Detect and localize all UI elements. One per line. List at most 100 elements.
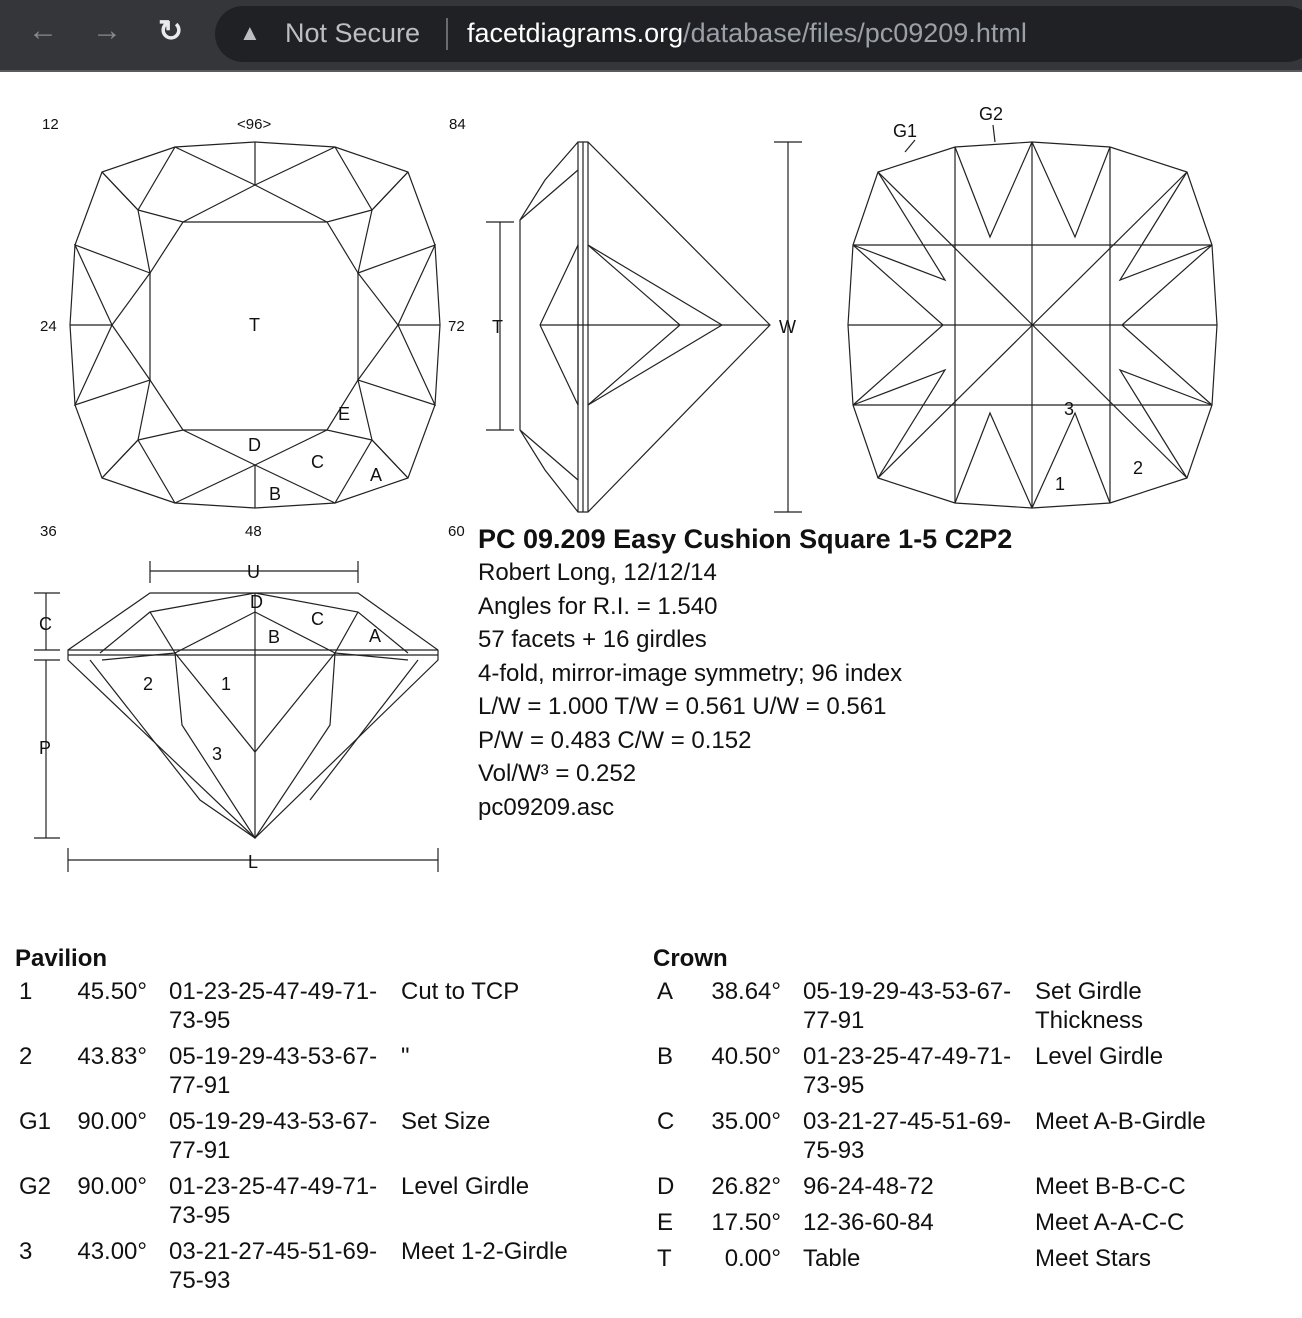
design-title: PC 09.209 Easy Cushion Square 1-5 C2P2 bbox=[478, 524, 1013, 554]
facet-note: Level Girdle bbox=[401, 1173, 530, 1200]
facet-angle: 35.00° bbox=[711, 1108, 781, 1135]
facet-label: 1 bbox=[221, 674, 231, 694]
facet-angle: 17.50° bbox=[711, 1209, 781, 1236]
facet-name: T bbox=[657, 1245, 672, 1272]
dimension-label: U bbox=[247, 562, 260, 582]
facet-diagram: 12 <96> 84 24 72 36 48 60 T E D C A B T … bbox=[34, 104, 1218, 872]
dimension-label: L bbox=[248, 852, 258, 872]
facet-label: A bbox=[370, 465, 382, 485]
facet-angle: 0.00° bbox=[724, 1245, 781, 1272]
facet-label: 1 bbox=[1055, 474, 1065, 494]
dimension-label: C bbox=[39, 614, 52, 634]
facet-name: G1 bbox=[19, 1108, 52, 1135]
facet-index: 01-23-25-47-49-71-73-95 bbox=[169, 978, 378, 1034]
facet-angle: 40.50° bbox=[711, 1043, 781, 1070]
facet-label: T bbox=[249, 315, 260, 335]
facet-index: 01-23-25-47-49-71-73-95 bbox=[169, 1173, 378, 1229]
dimension-label: W bbox=[779, 317, 796, 337]
crown-heading: Crown bbox=[653, 945, 728, 972]
facet-label: E bbox=[338, 404, 350, 424]
info-line: 4-fold, mirror-image symmetry; 96 index bbox=[478, 659, 903, 687]
facet-label: G1 bbox=[893, 121, 917, 141]
back-button[interactable]: ← bbox=[28, 14, 58, 47]
info-line: Vol/W³ = 0.252 bbox=[478, 760, 637, 787]
index-label: 12 bbox=[42, 116, 59, 133]
facet-index: 05-19-29-43-53-67-77-91 bbox=[803, 978, 1012, 1034]
side-view: T W bbox=[486, 141, 802, 513]
divider bbox=[446, 18, 448, 50]
url-text[interactable]: facetdiagrams.org/database/files/pc09209… bbox=[467, 18, 1027, 49]
facet-label: D bbox=[248, 435, 261, 455]
facet-name: G2 bbox=[19, 1173, 52, 1200]
facet-name: B bbox=[657, 1043, 674, 1070]
url-path: /database/files/pc09209.html bbox=[683, 18, 1027, 48]
facet-label: 3 bbox=[212, 744, 222, 764]
facet-angle: 43.83° bbox=[77, 1043, 147, 1070]
url-host: facetdiagrams.org bbox=[467, 18, 684, 48]
facet-name: E bbox=[657, 1209, 674, 1236]
facet-index: 05-19-29-43-53-67-77-91 bbox=[169, 1043, 378, 1099]
facet-label: 3 bbox=[1064, 399, 1074, 419]
facet-name: C bbox=[657, 1108, 675, 1135]
facet-angle: 45.50° bbox=[77, 978, 147, 1005]
facet-index: 96-24-48-72 bbox=[803, 1173, 934, 1200]
facet-label: 2 bbox=[1133, 458, 1143, 478]
warning-triangle-icon[interactable]: ▲ bbox=[239, 20, 261, 45]
facet-note: Set Girdle Thickness bbox=[1035, 978, 1144, 1034]
facet-label: A bbox=[369, 626, 381, 646]
facet-note: Set Size bbox=[401, 1108, 491, 1135]
facet-angle: 43.00° bbox=[77, 1238, 147, 1265]
facet-label: C bbox=[311, 609, 324, 629]
facet-note: Meet B-B-C-C bbox=[1035, 1173, 1186, 1200]
index-label: 36 bbox=[40, 523, 57, 540]
facet-name: D bbox=[657, 1173, 675, 1200]
facet-note: Meet A-A-C-C bbox=[1035, 1209, 1185, 1236]
pavilion-view: G1 G2 3 1 2 bbox=[847, 104, 1218, 509]
facet-angle: 90.00° bbox=[77, 1173, 147, 1200]
facet-name: 1 bbox=[19, 978, 33, 1005]
facet-label: C bbox=[311, 452, 324, 472]
facet-index: Table bbox=[803, 1245, 861, 1272]
dimension-label: P bbox=[39, 738, 51, 758]
design-info: PC 09.209 Easy Cushion Square 1-5 C2P2 R… bbox=[478, 522, 1012, 824]
reload-button[interactable]: ↻ bbox=[158, 15, 184, 48]
info-line: P/W = 0.483 C/W = 0.152 bbox=[478, 726, 752, 754]
facet-note: " bbox=[401, 1043, 410, 1070]
security-status[interactable]: Not Secure bbox=[285, 18, 421, 48]
dimension-label: T bbox=[492, 317, 503, 337]
info-line: L/W = 1.000 T/W = 0.561 U/W = 0.561 bbox=[478, 693, 887, 720]
crown-top-view: 12 <96> 84 24 72 36 48 60 T E D C A B bbox=[40, 116, 466, 540]
index-label: 48 bbox=[245, 523, 262, 540]
index-label: 24 bbox=[40, 318, 57, 335]
facet-index: 03-21-27-45-51-69-75-93 bbox=[169, 1238, 378, 1294]
facet-note: Meet 1-2-Girdle bbox=[401, 1238, 568, 1265]
info-line: Angles for R.I. = 1.540 bbox=[478, 592, 718, 620]
profile-view: U D C B A C 2 1 P 3 L bbox=[34, 561, 439, 872]
facet-label: D bbox=[250, 592, 263, 612]
facet-angle: 38.64° bbox=[711, 978, 781, 1005]
pavilion-heading: Pavilion bbox=[15, 945, 108, 972]
address-bar[interactable]: ▲ Not Secure facetdiagrams.org/database/… bbox=[215, 6, 1302, 62]
forward-button[interactable]: → bbox=[92, 14, 122, 47]
facet-label: G2 bbox=[979, 104, 1003, 124]
facet-note: Meet A-B-Girdle bbox=[1035, 1108, 1206, 1135]
facet-row: G2 90.00° 01-23-25-47-49-71-73-95 Level Gir… bbox=[15, 1172, 591, 1237]
facet-index: 05-19-29-43-53-67-77-91 bbox=[169, 1108, 378, 1164]
info-line: 57 facets + 16 girdles bbox=[478, 626, 707, 653]
index-label: 72 bbox=[448, 318, 465, 335]
index-label: 60 bbox=[448, 523, 465, 540]
